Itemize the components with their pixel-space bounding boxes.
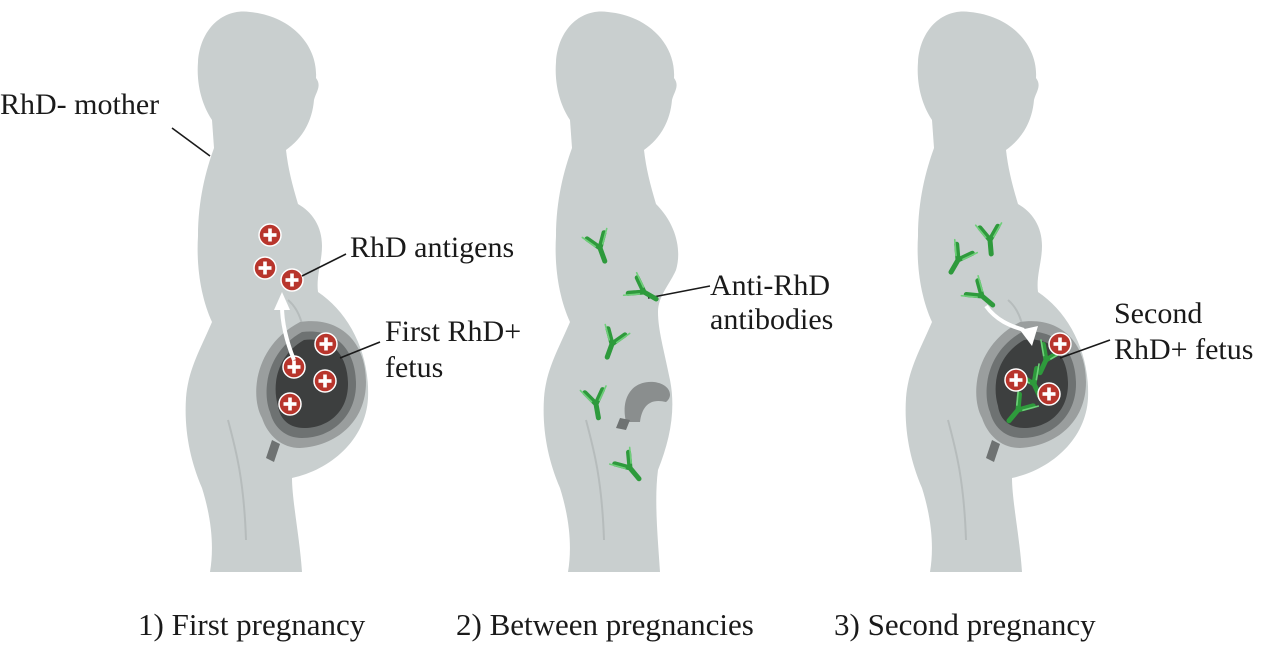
uterus-cervix xyxy=(616,418,630,430)
panel-1-figure xyxy=(171,10,381,574)
second-fetus-leader-line xyxy=(1059,339,1111,359)
antigen-icon xyxy=(1037,382,1061,406)
pregnant-woman-silhouette-3 xyxy=(904,10,1090,574)
label-rhd-mother: RhD- mother xyxy=(0,88,160,121)
label-anti-rhd-line1: Anti-RhD xyxy=(710,269,830,302)
caption-between-pregnancies: 2) Between pregnancies xyxy=(456,607,754,642)
label-second-fetus-line2: RhD+ fetus xyxy=(1114,333,1254,366)
label-rhd-antigens: RhD antigens xyxy=(350,231,515,264)
antigen-icon xyxy=(313,369,337,393)
antigen-icon xyxy=(1048,332,1072,356)
label-first-fetus-line1: First RhD+ xyxy=(385,315,522,348)
label-first-fetus-line2: fetus xyxy=(385,351,444,384)
uterus-shape xyxy=(624,381,670,422)
antigen-icon xyxy=(314,332,338,356)
fetus-leader-line xyxy=(339,341,381,359)
label-second-fetus-line1: Second xyxy=(1114,297,1203,330)
antigen-icon xyxy=(280,268,304,292)
panel-3-figure xyxy=(904,10,1111,574)
antigen-icon xyxy=(258,223,282,247)
caption-first-pregnancy: 1) First pregnancy xyxy=(138,607,366,642)
panel-2-figure xyxy=(542,10,711,574)
label-anti-rhd-line2: antibodies xyxy=(710,303,834,336)
white-arrow-icon xyxy=(274,292,296,361)
woman-silhouette-2 xyxy=(542,10,680,574)
white-arrow-icon xyxy=(984,304,1038,346)
antibodies-leader-line xyxy=(647,285,711,299)
antigen-icon xyxy=(278,392,302,416)
antigen-icon xyxy=(253,256,277,280)
antigen-icon xyxy=(1004,368,1028,392)
caption-second-pregnancy: 3) Second pregnancy xyxy=(834,607,1096,642)
mother-leader-line xyxy=(171,127,211,157)
antigens-leader-line xyxy=(301,253,347,277)
pregnant-woman-silhouette-1 xyxy=(184,10,370,574)
